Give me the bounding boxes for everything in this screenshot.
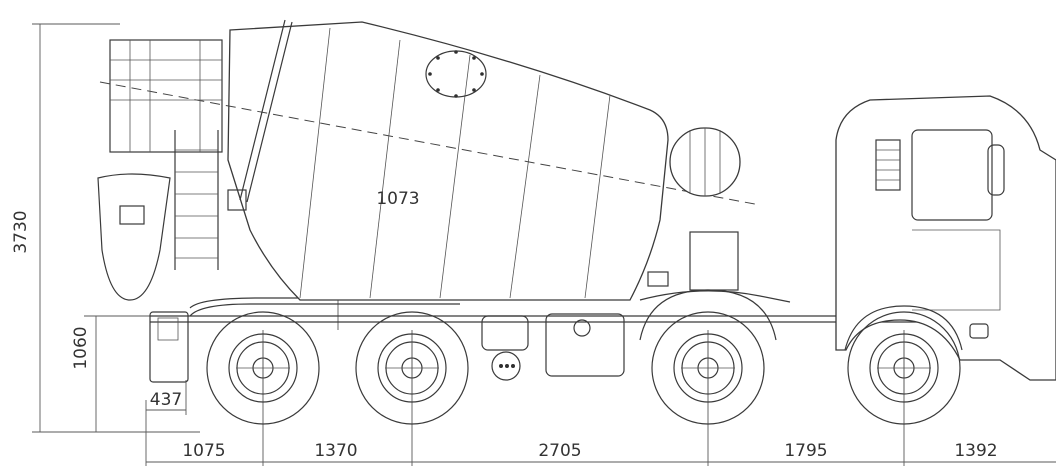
dim-frame-height: 1060 bbox=[71, 326, 91, 369]
dim-1795: 1795 bbox=[784, 441, 827, 461]
dim-2705: 2705 bbox=[538, 441, 581, 461]
dim-1370: 1370 bbox=[314, 441, 357, 461]
side-equipment bbox=[481, 313, 625, 381]
dim-center-of-gravity: 1073 bbox=[376, 189, 419, 209]
wheel-front-1 bbox=[847, 311, 961, 425]
dimension-labels: 3730 1060 437 1073 1075 1370 2705 1795 1… bbox=[11, 189, 998, 461]
mixer-drum bbox=[99, 21, 761, 301]
dim-overall-height: 3730 bbox=[11, 210, 31, 253]
dim-437: 437 bbox=[150, 390, 182, 410]
wheel-front-2 bbox=[651, 311, 765, 425]
truck-cab bbox=[835, 95, 1056, 381]
dim-1392: 1392 bbox=[954, 441, 997, 461]
fenders bbox=[639, 289, 963, 351]
dim-1075: 1075 bbox=[182, 441, 225, 461]
wheel-rear-2 bbox=[355, 311, 469, 425]
wheels bbox=[206, 311, 961, 425]
wheel-rear-1 bbox=[206, 311, 320, 425]
rear-platform-ladder bbox=[97, 19, 293, 301]
